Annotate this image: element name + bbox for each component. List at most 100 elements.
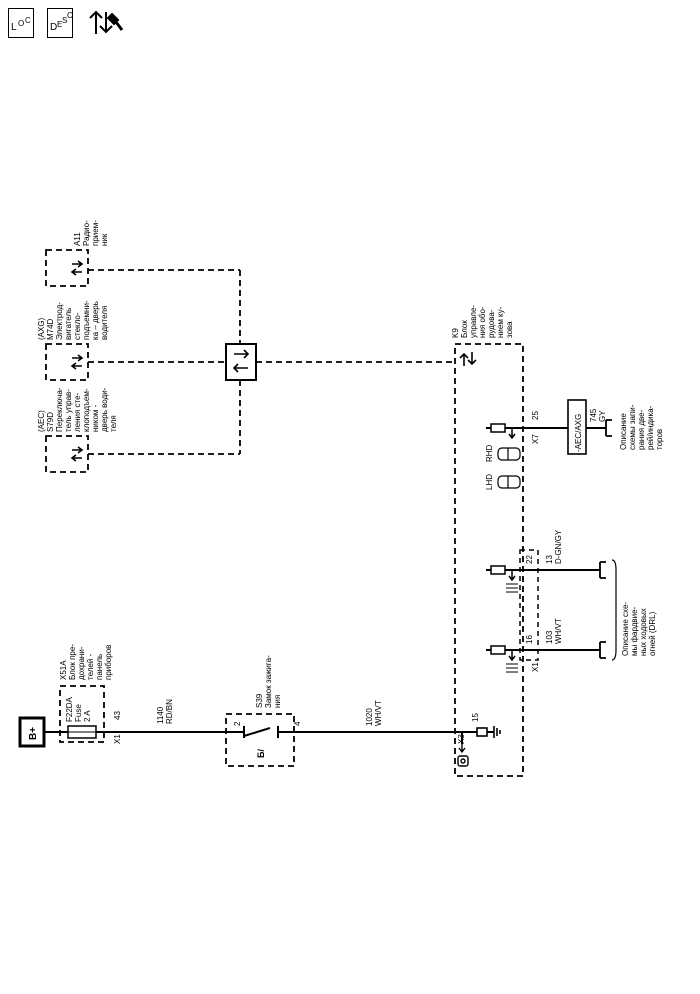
- window-switch-ref: S79D: [46, 412, 55, 432]
- ignition-switch-name-line-1: Замок зажига-: [264, 655, 273, 708]
- fuse-label: F22DA Fuse 2 A: [65, 696, 92, 722]
- x3-connector: X3: [457, 734, 466, 744]
- up-down-arrows-wrench-icon[interactable]: [89, 10, 124, 34]
- aec-axg-label: -AEC/AXG: [574, 414, 583, 452]
- radio-name-line-1: Радио-: [82, 220, 91, 246]
- window-motor-name-line-3: стекло-: [73, 312, 82, 340]
- x1-pin-b: 22: [525, 555, 534, 564]
- fuse-block-name-line-1: Блок пре-: [68, 644, 77, 680]
- power-label: B+: [28, 727, 39, 740]
- fuse-block-name-line-3: телей -: [86, 653, 95, 680]
- fuse-block-connector: X1: [113, 734, 122, 744]
- serial-data-icon: [459, 352, 477, 366]
- fuse-block-name: X51A Блок пре- дохрани- телей - панель п…: [59, 644, 113, 680]
- control-module-name-line-4: рудова-: [487, 309, 496, 338]
- wire-745-color: GY: [598, 410, 607, 422]
- window-switch-name-line-6: дверь води-: [100, 387, 109, 432]
- wire-1140-color: RD/BN: [165, 699, 174, 724]
- x1-connector: X1: [531, 662, 540, 672]
- fuse-block-ref: X51A: [59, 660, 68, 680]
- car-rhd-icon: [497, 447, 521, 461]
- window-switch-name-line-1: Переключа-: [55, 387, 64, 432]
- fuse-word: Fuse: [74, 704, 83, 722]
- window-motor-name-line-5: ка – дверь: [91, 301, 100, 340]
- key-icon: [457, 744, 469, 767]
- window-motor-name-line-2: вигатель: [64, 308, 73, 340]
- description-icon-letter-3: S: [62, 16, 68, 25]
- fuse-id: F22DA: [65, 696, 74, 722]
- drl-reference-line-2[interactable]: мы фардвие-: [630, 606, 639, 656]
- location-icon-letter-1: L: [11, 22, 17, 33]
- location-icon[interactable]: L O C: [8, 8, 34, 38]
- car-lhd-icon: [497, 475, 521, 489]
- window-switch-name-line-2: тель управ-: [64, 389, 73, 432]
- wire-13-number: 13: [545, 555, 554, 564]
- wire-1020-number: 1020: [365, 708, 374, 726]
- ignition-switch-pin-in: 2: [233, 721, 242, 726]
- window-switch-option: (AEC): [37, 410, 46, 432]
- lhd-label: LHD: [485, 474, 494, 490]
- wire-1020-color: WH/VT: [374, 700, 383, 726]
- x7-pin: 25: [531, 411, 540, 420]
- wire-103-number: 103: [545, 630, 554, 644]
- lock-reference-line-4[interactable]: рей/индика-: [646, 405, 655, 450]
- fuse-block-name-line-5: приборов: [104, 645, 113, 680]
- description-icon[interactable]: D E S C: [47, 8, 73, 38]
- ground-icon: [476, 726, 501, 738]
- x3-pin: 15: [471, 713, 480, 722]
- window-motor-name-line-4: подъемни-: [82, 300, 91, 340]
- window-motor-ref: M74D: [46, 318, 55, 340]
- pin-25-driver: [486, 423, 516, 440]
- wire-103-color: WH/VT: [554, 618, 563, 644]
- description-icon-letter-4: C: [67, 11, 73, 20]
- window-switch-name-line-4: клоподъем-: [82, 388, 91, 432]
- window-switch-label: (AEC) S79D Переключа- тель управ- ления …: [37, 387, 118, 432]
- ignition-switch-symbol: Б/: [256, 749, 266, 758]
- fuse-rating: 2 A: [83, 710, 92, 722]
- window-switch-name-line-3: ления сте-: [73, 392, 82, 432]
- drl-reference-line-1[interactable]: Описание схе-: [621, 602, 630, 656]
- description-icon-letter-2: E: [57, 20, 63, 29]
- pin-22-driver: [486, 565, 518, 593]
- window-switch-name-line-7: теля: [109, 415, 118, 432]
- pin-16-driver: [486, 645, 518, 673]
- ignition-switch-pin-out: 4: [293, 721, 302, 726]
- window-switch-name-line-5: ником -: [91, 404, 100, 432]
- ignition-switch-ref: S39: [255, 693, 264, 708]
- control-module-name-line-2: управле-: [469, 305, 478, 338]
- control-module-name-line-3: ния обо-: [478, 306, 487, 338]
- window-motor-label: (AXG) M74D Электрод- вигатель стекло- по…: [37, 300, 109, 340]
- drl-reference-line-4[interactable]: огней (DRL): [648, 611, 657, 656]
- drl-reference[interactable]: Описание схе- мы фардвие- ных ходовых ог…: [621, 602, 657, 656]
- control-module-name-line-5: нием ку-: [496, 306, 505, 338]
- drl-reference-line-3[interactable]: ных ходовых: [639, 608, 648, 656]
- x7-connector: X7: [531, 434, 540, 444]
- location-icon-letter-3: C: [25, 16, 31, 25]
- fuse-block-pin: 43: [113, 711, 122, 720]
- window-motor-name-line-6: водителя: [100, 306, 109, 340]
- window-motor-name-line-1: Электрод-: [55, 302, 64, 340]
- serial-data-arrows-icon: [70, 260, 84, 462]
- radio-name-line-2: прием-: [91, 220, 100, 246]
- ignition-switch-name-line-2: ния: [273, 695, 282, 708]
- window-motor-option: (AXG): [37, 317, 46, 340]
- wire-1140-number: 1140: [156, 706, 165, 724]
- description-icon-letter-1: D: [50, 22, 58, 33]
- x1-pin-a: 16: [525, 635, 534, 644]
- lock-reference-line-1[interactable]: Описание: [619, 413, 628, 450]
- fuse-block-name-line-2: дохрани-: [77, 646, 86, 680]
- wire-745-number: 745: [589, 408, 598, 422]
- wire-13-color: D-GN/GY: [554, 529, 563, 564]
- control-module-ref: K9: [451, 328, 460, 338]
- lock-reference-line-5[interactable]: торов: [655, 429, 664, 450]
- fuse-block-name-line-4: панель: [95, 654, 104, 680]
- control-module-name-line-1: Блок: [460, 320, 469, 338]
- control-module-name: K9 Блок управле- ния обо- рудова- нием к…: [451, 305, 514, 338]
- splice-pack-icon: [232, 349, 250, 373]
- radio-label: A11 Радио- прием- ник: [73, 220, 109, 246]
- lock-reference-line-3[interactable]: рания две-: [637, 409, 646, 450]
- lock-reference-line-2[interactable]: схемы запи-: [628, 404, 637, 450]
- lock-reference[interactable]: Описание схемы запи- рания две- рей/инди…: [619, 404, 664, 450]
- radio-ref: A11: [73, 232, 82, 246]
